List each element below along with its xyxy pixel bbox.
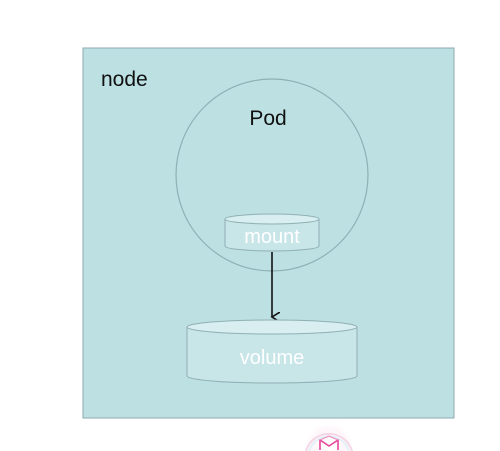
node-label: node xyxy=(101,68,148,91)
brand-logo-icon xyxy=(303,421,355,451)
pod-label: Pod xyxy=(249,107,286,130)
mount-label: mount xyxy=(244,226,300,248)
volume-cylinder: volume xyxy=(186,319,358,384)
mount-cylinder: mount xyxy=(224,213,320,252)
volume-label: volume xyxy=(240,347,304,369)
